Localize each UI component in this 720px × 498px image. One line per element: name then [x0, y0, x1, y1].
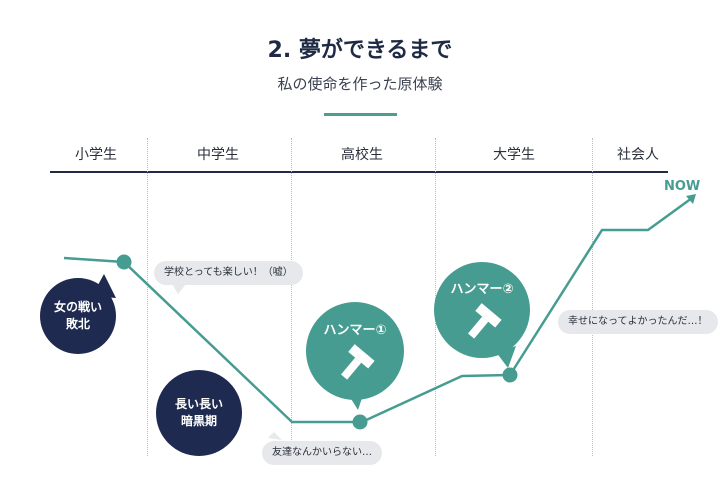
bubble-tail: [172, 284, 186, 294]
page-title: 2. 夢ができるまで: [267, 38, 453, 63]
hammer-icon: [468, 302, 502, 339]
bubble-happy: 幸せになってよかったんだ…！: [558, 310, 718, 334]
hammer1-circle: ハンマー①: [306, 302, 404, 400]
bubble-school-fun: 学校とっても楽しい！（嘘）: [154, 261, 303, 285]
curve-point: [352, 414, 368, 430]
stage-junior-high: 中学生: [197, 147, 239, 163]
page-subtitle: 私の使命を作った原体験: [277, 75, 443, 93]
hammer-icon: [341, 343, 375, 380]
life-curve: [63, 196, 693, 424]
stage-university: 大学生: [493, 147, 535, 163]
hammer2-label: ハンマー②: [450, 281, 514, 297]
dark-period-circle: 長い長い 暗黒期: [156, 370, 242, 456]
bubble-tail: [268, 432, 282, 440]
stage-divider: [291, 138, 292, 456]
stage-elementary: 小学生: [75, 147, 117, 163]
bubble-no-friends: 友達なんかいらない…: [262, 441, 382, 465]
hammer1-label: ハンマー①: [323, 322, 387, 338]
stage-divider: [147, 138, 148, 456]
now-label: NOW: [664, 179, 701, 194]
timeline-axis: [50, 171, 668, 173]
now-arrow-icon: [686, 194, 696, 204]
curve-point: [502, 367, 518, 383]
stage-working-adult: 社会人: [617, 147, 659, 163]
curve-point: [116, 254, 132, 270]
title-accent-line: [324, 113, 397, 116]
defeat-label: 女の戦い 敗北: [53, 300, 102, 331]
stage-high-school: 高校生: [341, 147, 383, 163]
dark-period-label: 長い長い 暗黒期: [174, 397, 223, 428]
stage-divider: [592, 138, 593, 456]
hammer2-circle: ハンマー②: [434, 262, 530, 358]
defeat-circle: 女の戦い 敗北: [40, 278, 116, 354]
